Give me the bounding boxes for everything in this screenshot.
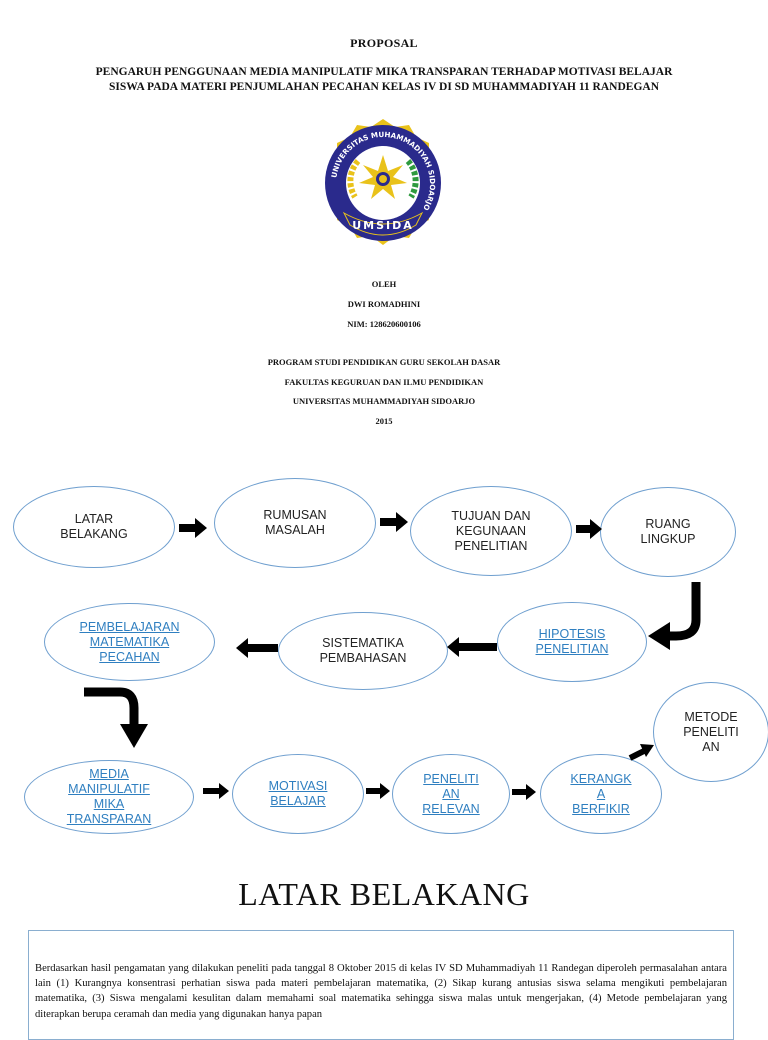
node-media-manipulatif[interactable]: MEDIA MANIPULATIF MIKA TRANSPARAN [24,760,194,834]
node-sistematika-pembahasan[interactable]: SISTEMATIKA PEMBAHASAN [278,612,448,690]
curved-arrow-down-right-icon [84,687,148,748]
node-hipotesis-penelitian[interactable]: HIPOTESIS PENELITIAN [497,602,647,682]
oleh-label: OLEH [371,279,397,289]
node-latar-belakang[interactable]: LATAR BELAKANG [13,486,175,568]
arrow-right-icon [366,783,390,799]
title-line-1: PENGARUH PENGGUNAAN MEDIA MANIPULATIF MI… [95,66,673,78]
curved-arrow-down-left-icon [648,582,701,650]
node-metode-penelitian[interactable]: METODE PENELITI AN [653,682,768,782]
node-kerangka-berfikir[interactable]: KERANGK A BERFIKIR [540,754,662,834]
author-name: DWI ROMADHINI [347,299,421,309]
faculty: FAKULTAS KEGURUAN DAN ILMU PENDIDIKAN [284,377,484,387]
node-ruang-lingkup[interactable]: RUANG LINGKUP [600,487,736,577]
university: UNIVERSITAS MUHAMMADIYAH SIDOARJO [292,396,476,406]
proposal-label: PROPOSAL [350,36,418,50]
node-tujuan-kegunaan[interactable]: TUJUAN DAN KEGUNAAN PENELITIAN [410,486,572,576]
arrow-left-icon [447,637,497,657]
student-id: NIM: 128620600106 [347,319,421,329]
node-pembelajaran-matematika[interactable]: PEMBELAJARAN MATEMATIKA PECAHAN [44,603,215,681]
node-rumusan-masalah[interactable]: RUMUSAN MASALAH [214,478,376,568]
svg-text:UMSIDA: UMSIDA [352,219,414,232]
section-heading: LATAR BELAKANG [238,876,530,912]
arrow-right-icon [576,519,602,539]
university-logo: UNIVERSITAS MUHAMMADIYAH SIDOARJO UMSIDA [325,119,441,245]
arrow-up-right-icon [628,744,654,761]
node-motivasi-belajar[interactable]: MOTIVASI BELAJAR [232,754,364,834]
node-penelitian-relevan[interactable]: PENELITI AN RELEVAN [392,754,510,834]
arrow-left-icon [236,638,278,658]
arrow-right-icon [512,784,536,800]
section-body-text: Berdasarkan hasil pengamatan yang dilaku… [35,963,727,1020]
arrow-right-icon [203,783,229,799]
arrow-right-icon [380,512,408,532]
arrow-right-icon [179,518,207,538]
document-title: PENGARUH PENGGUNAAN MEDIA MANIPULATIF MI… [0,65,768,95]
study-program: PROGRAM STUDI PENDIDIKAN GURU SEKOLAH DA… [267,357,501,367]
title-line-2: SISWA PADA MATERI PENJUMLAHAN PECAHAN KE… [108,81,660,93]
year: 2015 [375,416,393,426]
